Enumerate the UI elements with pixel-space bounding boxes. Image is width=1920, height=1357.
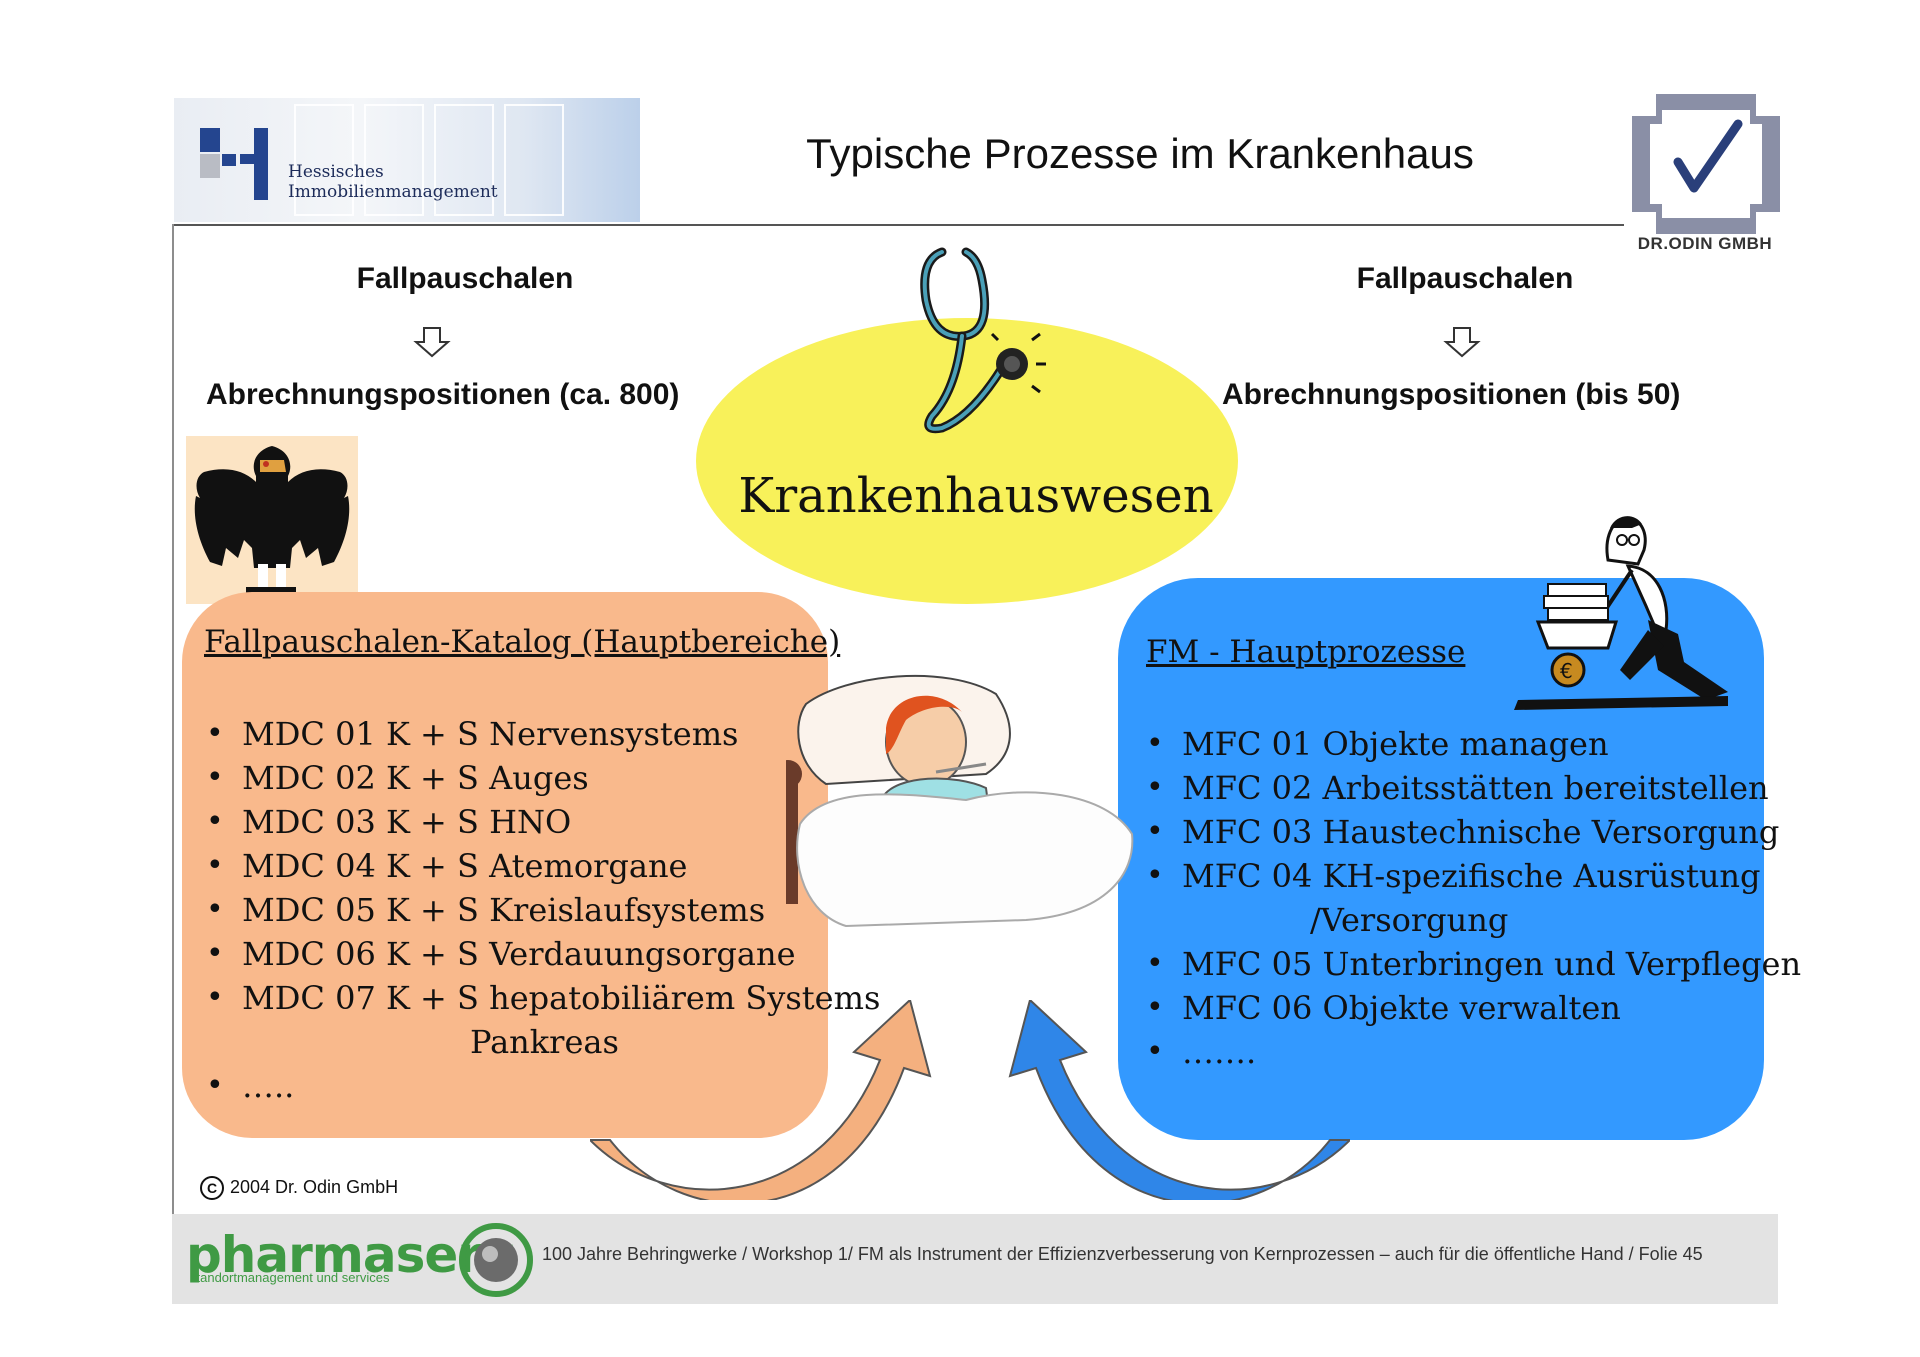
right-heading: Fallpauschalen xyxy=(1356,262,1574,295)
list-item: MFC 05 Unterbringen und Verpflegen xyxy=(1146,942,1801,986)
footer-caption: 100 Jahre Behringwerke / Workshop 1/ FM … xyxy=(542,1244,1703,1264)
list-item: MFC 02 Arbeitsstätten bereitstellen xyxy=(1146,766,1801,810)
copyright-icon: C xyxy=(200,1176,224,1200)
left-box-title: Fallpauschalen-Katalog (Hauptbereiche) xyxy=(204,624,841,660)
list-item: MDC 07 K + S hepatobiliärem Systems xyxy=(206,976,880,1020)
list-item-continuation: Pankreas xyxy=(470,1023,619,1061)
list-item: MDC 06 K + S Verdauungsorgane xyxy=(206,932,880,976)
left-heading: Fallpauschalen xyxy=(356,262,574,295)
pharmaserv-logo-text: pharmaserv xyxy=(186,1226,514,1284)
list-item: MFC 01 Objekte managen xyxy=(1146,722,1801,766)
list-item: MDC 04 K + S Atemorgane xyxy=(206,844,880,888)
list-item: ….. xyxy=(206,1064,880,1108)
svg-text:€: € xyxy=(1560,659,1573,683)
list-item: MFC 06 Objekte verwalten xyxy=(1146,986,1801,1030)
left-border xyxy=(172,224,174,1304)
left-subheading: Abrechnungspositionen (ca. 800) xyxy=(206,378,680,411)
patient-in-bed-illustration xyxy=(786,674,1134,928)
list-item: MDC 02 K + S Auges xyxy=(206,756,880,800)
copyright-text: 2004 Dr. Odin GmbH xyxy=(230,1176,399,1197)
stethoscope-icon xyxy=(920,247,1046,434)
hessisches-immobilienmanagement-logo: Hessisches Immobilienmanagement xyxy=(174,98,640,222)
list-item: MFC 04 KH-spezifische Ausrüstung xyxy=(1146,854,1801,898)
list-item: MDC 05 K + S Kreislaufsystems xyxy=(206,888,880,932)
center-ellipse xyxy=(696,318,1238,604)
dr-odin-caption: DR.ODIN GMBH xyxy=(1637,234,1773,253)
page-title: Typische Prozesse im Krankenhaus xyxy=(806,130,1474,177)
list-item: MFC 03 Haustechnische Versorgung xyxy=(1146,810,1801,854)
copyright-notice: C 2004 Dr. Odin GmbH xyxy=(200,1176,398,1200)
right-subheading: Abrechnungspositionen (bis 50) xyxy=(1222,378,1681,411)
federal-eagle-icon xyxy=(186,436,358,604)
globe-icon xyxy=(459,1223,533,1297)
dr-odin-checkmark-logo xyxy=(1632,94,1780,234)
right-box-title: FM - Hauptprozesse xyxy=(1146,634,1466,670)
list-item: MDC 01 K + S Nervensystems xyxy=(206,712,880,756)
list-item: ……. xyxy=(1146,1030,1801,1074)
center-label: Krankenhauswesen xyxy=(738,468,1214,524)
header-divider xyxy=(172,224,1624,226)
right-box-list: MFC 01 Objekte managen MFC 02 Arbeitsstä… xyxy=(1146,722,1801,1074)
logo-text-line1: Hessisches xyxy=(288,162,384,182)
pharmaserv-subline: standortmanagement und services xyxy=(190,1270,390,1285)
worker-with-wheelbarrow-icon: € xyxy=(1514,516,1728,710)
list-item: MDC 03 K + S HNO xyxy=(206,800,880,844)
curved-arrows xyxy=(590,1000,1350,1200)
list-item-continuation: /Versorgung xyxy=(1310,901,1509,939)
down-arrow-icon xyxy=(1443,327,1481,358)
left-box-list: MDC 01 K + S Nervensystems MDC 02 K + S … xyxy=(206,712,880,1108)
down-arrow-icon xyxy=(413,327,451,358)
footer-bar xyxy=(172,1214,1778,1304)
logo-text-line2: Immobilienmanagement xyxy=(288,182,498,202)
